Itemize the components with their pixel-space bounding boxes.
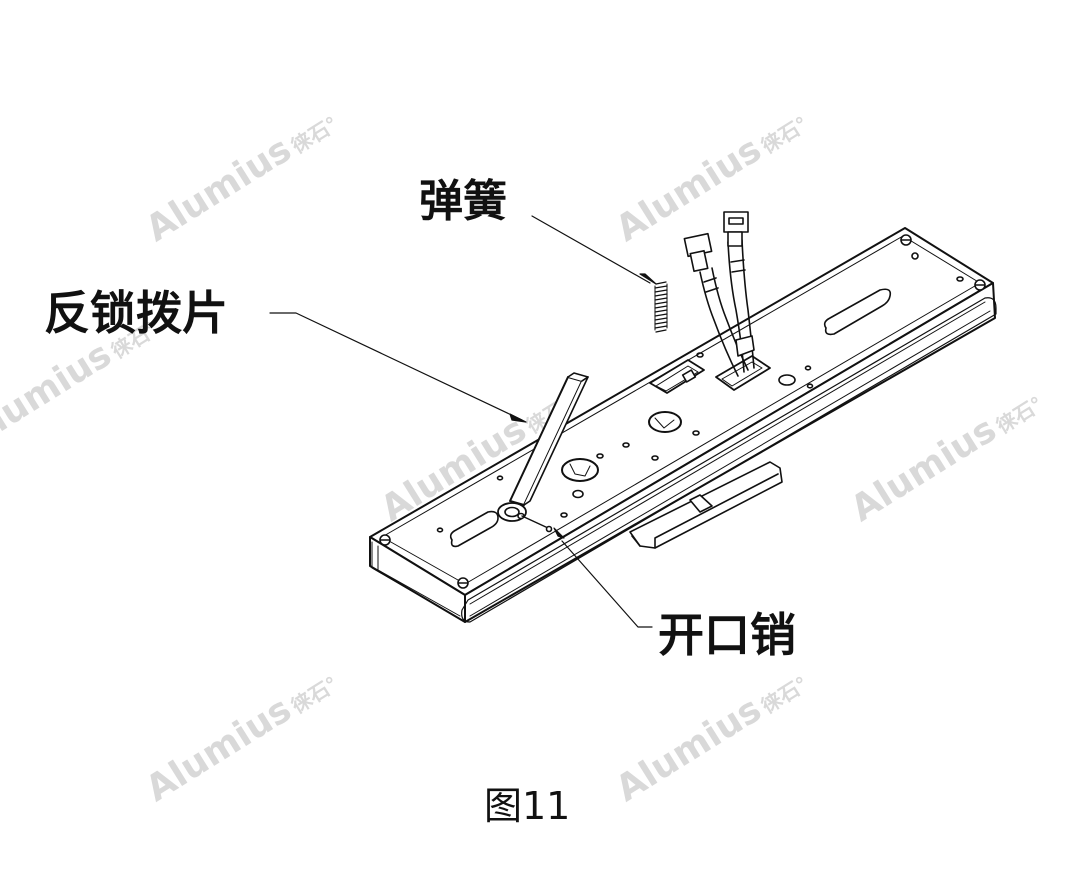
plate-slots (449, 288, 892, 548)
lock-plate-lever (497, 372, 589, 522)
figure-caption: 图11 (484, 784, 571, 828)
lock-plate-arrow-icon (509, 413, 527, 423)
spring-part (654, 281, 668, 333)
cable-bundle (683, 211, 771, 391)
rear-mount-block (629, 461, 783, 549)
cotter-pin-arrow-icon (553, 527, 565, 539)
leader-lines (269, 215, 657, 628)
cotter-pin-label: 开口销 (658, 608, 796, 662)
lock-plate-leader-line (269, 312, 523, 421)
cotter-pin-leader-line (561, 540, 653, 628)
latch-window (649, 359, 705, 394)
cotter-pin-part (521, 515, 553, 533)
spring-arrow-icon (639, 273, 657, 285)
spring-leader-line (531, 215, 651, 284)
lock-body (369, 227, 997, 623)
lock-plate-label: 反锁拨片 (44, 286, 228, 340)
corner-screws (379, 234, 986, 589)
plate-holes (436, 276, 964, 533)
spring-label: 弹簧 (419, 176, 507, 227)
